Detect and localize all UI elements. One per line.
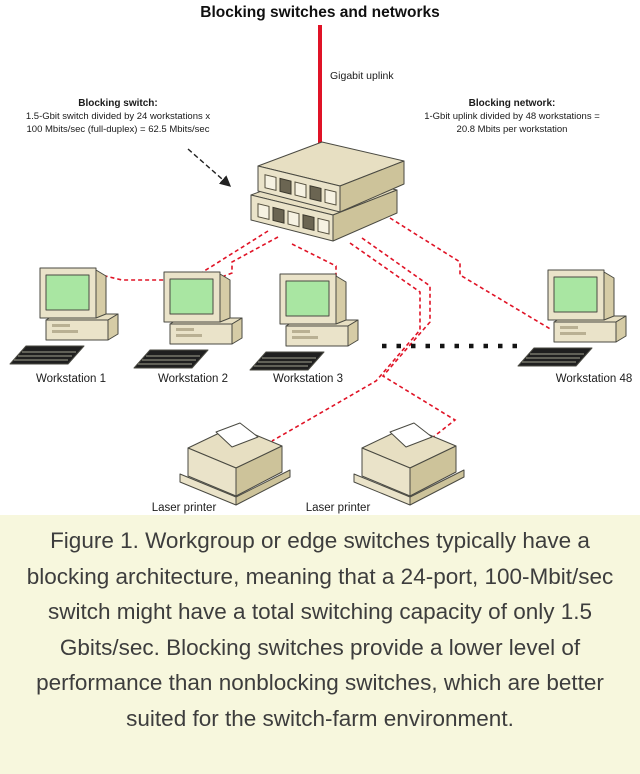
annotation-line: 20.8 Mbits per workstation xyxy=(457,124,568,135)
workstation-icon xyxy=(133,271,243,369)
annotation-line: 1.5-Gbit switch divided by 24 workstatio… xyxy=(26,111,211,122)
annotation-line: 1-Gbit uplink divided by 48 workstations… xyxy=(424,111,600,122)
workstation-label: Workstation 2 xyxy=(158,373,228,385)
uplink-label: Gigabit uplink xyxy=(330,70,394,82)
annotation-line: 100 Mbits/sec (full-duplex) = 62.5 Mbits… xyxy=(27,124,210,135)
annotation-heading: Blocking network: xyxy=(469,98,556,109)
workstation-48: Workstation 48 xyxy=(517,269,633,385)
annotation-pointer-arrow xyxy=(187,148,232,187)
link-workstation-1 xyxy=(96,230,269,281)
workstation-label: Workstation 48 xyxy=(556,373,633,385)
link-workstation-48 xyxy=(389,217,553,331)
blocking-network-annotation: Blocking network: 1-Gbit uplink divided … xyxy=(424,98,600,135)
annotation-heading: Blocking switch: xyxy=(78,98,157,109)
laser-printer-2: Laser printer xyxy=(306,422,465,514)
blocking-switch-stack xyxy=(250,141,405,242)
diagram-title: Blocking switches and networks xyxy=(200,4,439,21)
network-diagram: Blocking switches and networks Gigabit u… xyxy=(9,4,633,514)
diagram-canvas: Blocking switches and networks Gigabit u… xyxy=(9,4,633,514)
workstation-label: Workstation 1 xyxy=(36,373,106,385)
printer-icon xyxy=(353,422,465,506)
workstation-3: Workstation 3 xyxy=(249,273,359,385)
laser-printer-1: Laser printer xyxy=(152,422,291,514)
workstation-icon xyxy=(9,267,119,365)
workstation-label: Workstation 3 xyxy=(273,373,343,385)
link-printer-1 xyxy=(271,242,421,442)
workstation-icon xyxy=(517,269,627,367)
workstation-icon xyxy=(249,273,359,371)
workstation-2: Workstation 2 xyxy=(133,271,243,385)
printer-label: Laser printer xyxy=(152,502,217,514)
workstation-1: Workstation 1 xyxy=(9,267,119,385)
blocking-switch-annotation: Blocking switch: 1.5-Gbit switch divided… xyxy=(26,98,211,135)
printer-icon xyxy=(179,422,291,506)
printer-label: Laser printer xyxy=(306,502,371,514)
link-printer-2 xyxy=(361,237,457,439)
figure-caption: Figure 1. Workgroup or edge switches typ… xyxy=(0,515,640,774)
link-workstation-3 xyxy=(291,243,337,277)
